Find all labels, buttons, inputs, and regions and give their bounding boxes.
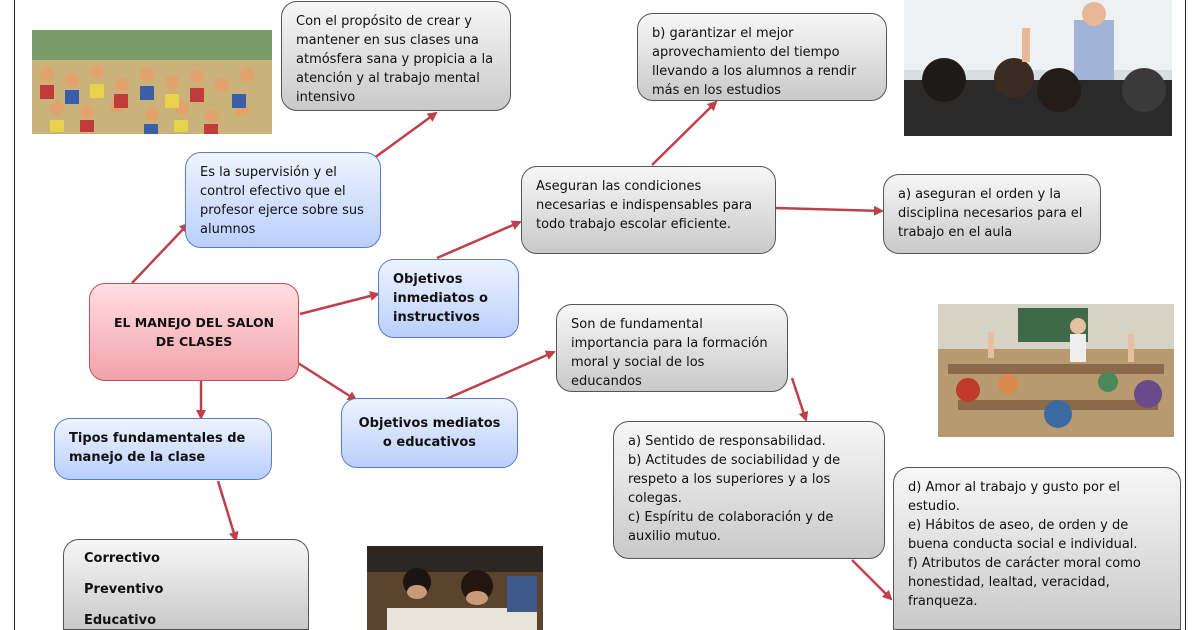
proposito-text: Con el propósito de crear y mantener en … [296, 14, 494, 105]
garantizar-text: b) garantizar el mejor aprovechamiento d… [652, 26, 857, 98]
list-ac-item-c: c) Espíritu de colaboración y de auxilio… [628, 510, 834, 544]
orden-box: a) aseguran el orden y la disciplina nec… [883, 174, 1101, 254]
orden-text: a) aseguran el orden y la disciplina nec… [898, 187, 1083, 240]
fundamental-text: Son de fundamental importancia para la f… [571, 317, 768, 389]
teacher-students-raising-hands-image [904, 0, 1172, 136]
list-ac-box: a) Sentido de responsabilidad. b) Actitu… [613, 421, 885, 559]
list-df-item-d: d) Amor al trabajo y gusto por el estudi… [908, 480, 1121, 514]
list-df-item-e: e) Hábitos de aseo, de orden y de buena … [908, 518, 1138, 552]
aseguran-text: Aseguran las condiciones necesarias e in… [536, 179, 753, 232]
proposito-box: Con el propósito de crear y mantener en … [281, 1, 511, 111]
garantizar-box: b) garantizar el mejor aprovechamiento d… [637, 13, 887, 101]
fundamental-box: Son de fundamental importancia para la f… [556, 304, 788, 392]
tipos-item-educativo: Educativo [84, 613, 156, 628]
list-ac-item-a: a) Sentido de responsabilidad. [628, 434, 826, 449]
objetivos-mediatos-text: Objetivos mediatos o educativos [358, 416, 501, 450]
students-raising-hands-image [938, 304, 1174, 437]
center-node-text: EL MANEJO DEL SALON DE CLASES [113, 315, 275, 349]
tipos-list-box: Correctivo Preventivo Educativo [63, 539, 309, 630]
objetivos-inmediatos-box: Objetivos inmediatos o instructivos [378, 259, 519, 338]
center-node-box: EL MANEJO DEL SALON DE CLASES [89, 283, 299, 381]
classroom-crowd-cartoon-image [32, 30, 272, 134]
list-ac-item-b: b) Actitudes de sociabilidad y de respet… [628, 453, 841, 506]
aseguran-box: Aseguran las condiciones necesarias e in… [521, 166, 776, 254]
tipos-box: Tipos fundamentales de manejo de la clas… [54, 418, 272, 480]
tipos-item-correctivo: Correctivo [84, 551, 160, 566]
tipos-item-preventivo: Preventivo [84, 582, 164, 597]
page-frame [14, 0, 1186, 630]
objetivos-inmediatos-text: Objetivos inmediatos o instructivos [393, 272, 488, 325]
objetivos-mediatos-box: Objetivos mediatos o educativos [341, 398, 518, 468]
tipos-text: Tipos fundamentales de manejo de la clas… [69, 431, 246, 465]
list-df-item-f: f) Atributos de carácter moral como hone… [908, 556, 1141, 609]
list-df-box: d) Amor al trabajo y gusto por el estudi… [893, 467, 1181, 630]
supervision-text: Es la supervisión y el control efectivo … [200, 165, 364, 237]
students-studying-image [367, 546, 543, 630]
supervision-box: Es la supervisión y el control efectivo … [185, 152, 381, 248]
